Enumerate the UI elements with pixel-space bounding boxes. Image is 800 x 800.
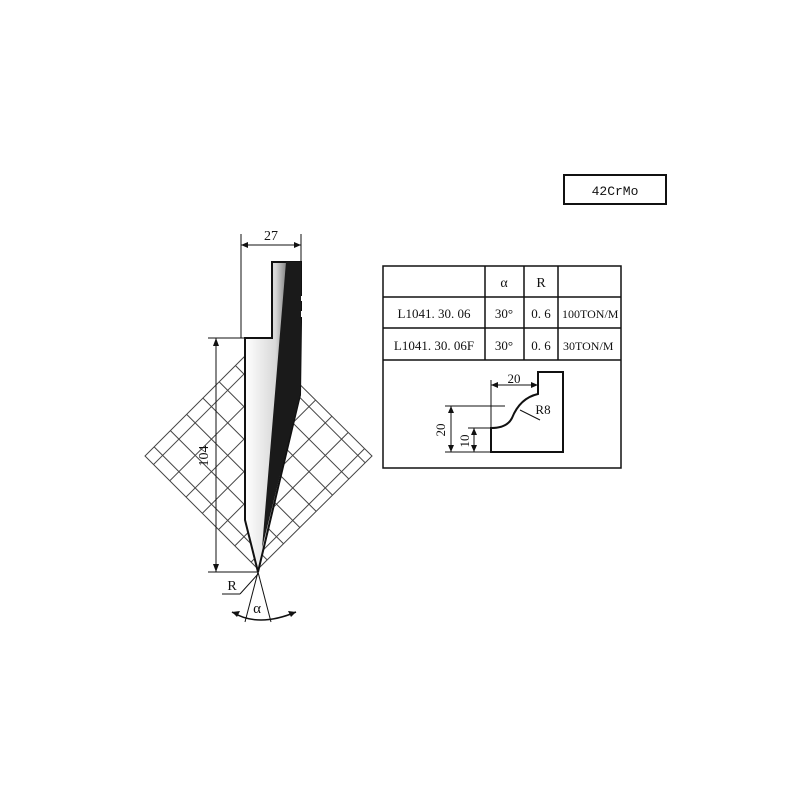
detail-sketch: 20 R8 20 10 [433,371,564,453]
row2-code: L1041. 30. 06F [394,338,474,353]
radius-callout: R [222,573,259,595]
width-dimension: 27 [240,229,302,338]
detail-height-small: 10 [457,435,472,448]
row2-load: 30TON/M [563,339,614,353]
row1-radius: 0. 6 [531,306,551,321]
detail-width: 20 [508,371,521,386]
row1-load: 100TON/M [562,307,619,321]
header-r: R [536,276,546,291]
row2-radius: 0. 6 [531,338,551,353]
punch-body [244,261,302,573]
row1-code: L1041. 30. 06 [398,306,471,321]
row2-angle: 30° [495,338,513,353]
detail-height-total: 20 [433,424,448,437]
height-label: 104 [197,446,212,467]
material-label: 42CrMo [592,184,639,199]
height-dimension: 104 [197,337,258,573]
material-box: 42CrMo [563,174,667,205]
width-label: 27 [264,229,278,244]
header-alpha: α [500,276,508,291]
detail-radius: R8 [535,402,550,417]
radius-label: R [227,579,237,594]
angle-label: α [253,601,261,617]
angle-callout: α [231,571,297,623]
spec-table: α R L1041. 30. 06 30° 0. 6 100TON/M L104… [382,265,622,469]
row1-angle: 30° [495,306,513,321]
